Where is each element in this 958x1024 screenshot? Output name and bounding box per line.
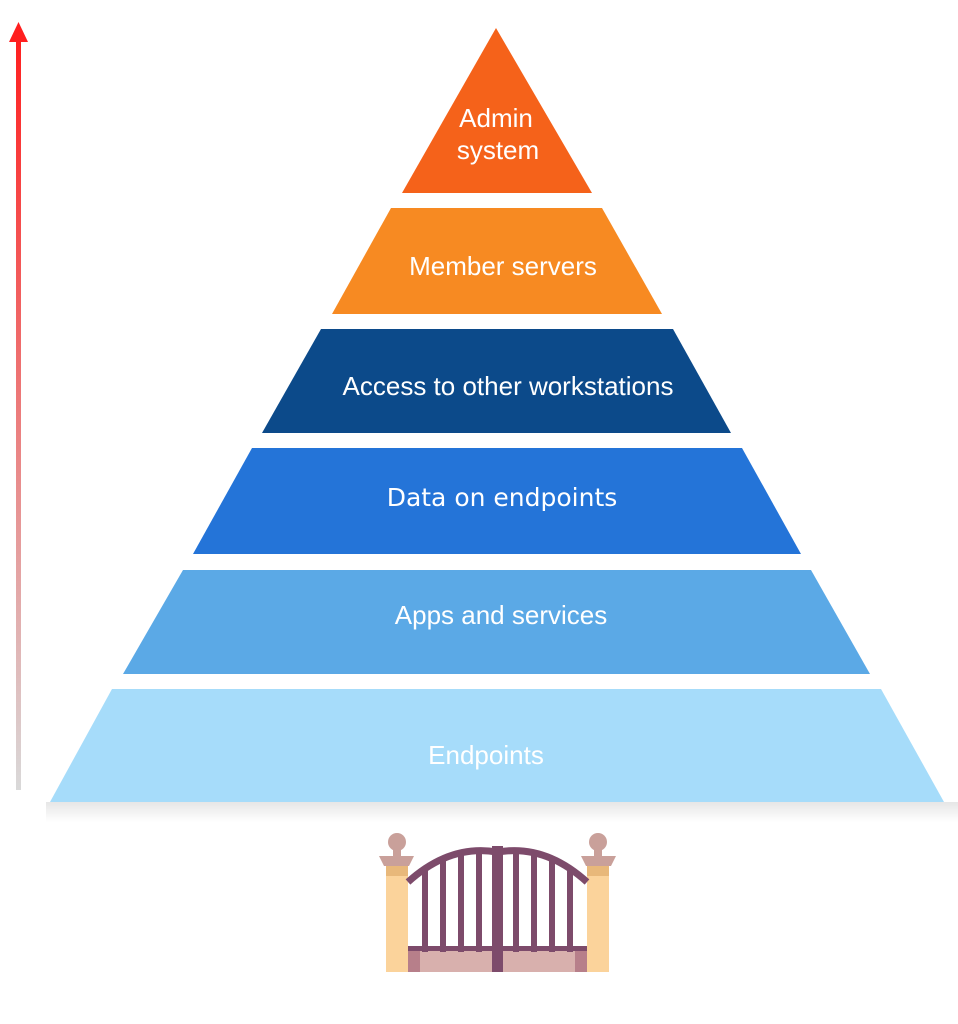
tier-label-admin-line-1: Admin <box>459 103 533 133</box>
tier-member-servers: Member servers <box>332 208 662 314</box>
up-arrow-icon <box>9 22 28 790</box>
tier-label-member-servers: Member servers <box>409 251 597 281</box>
tier-apps-and-services: Apps and services <box>123 570 870 674</box>
pyramid: Admin system Member servers Access to ot… <box>50 28 944 802</box>
tier-label-endpoints: Endpoints <box>428 740 544 770</box>
tier-access-workstations: Access to other workstations <box>262 329 731 433</box>
tier-admin-system: Admin system <box>402 28 592 193</box>
gate-icon <box>379 833 616 972</box>
tier-label-apps-and-services: Apps and services <box>395 600 607 630</box>
pyramid-floor-shadow <box>46 802 958 822</box>
tier-label-access-workstations: Access to other workstations <box>343 371 674 401</box>
tier-label-data-on-endpoints: Data on endpoints <box>387 483 618 512</box>
tier-label-admin-line-2: system <box>457 135 539 165</box>
tier-data-on-endpoints: Data on endpoints <box>193 448 801 554</box>
tier-endpoints: Endpoints <box>50 689 944 802</box>
